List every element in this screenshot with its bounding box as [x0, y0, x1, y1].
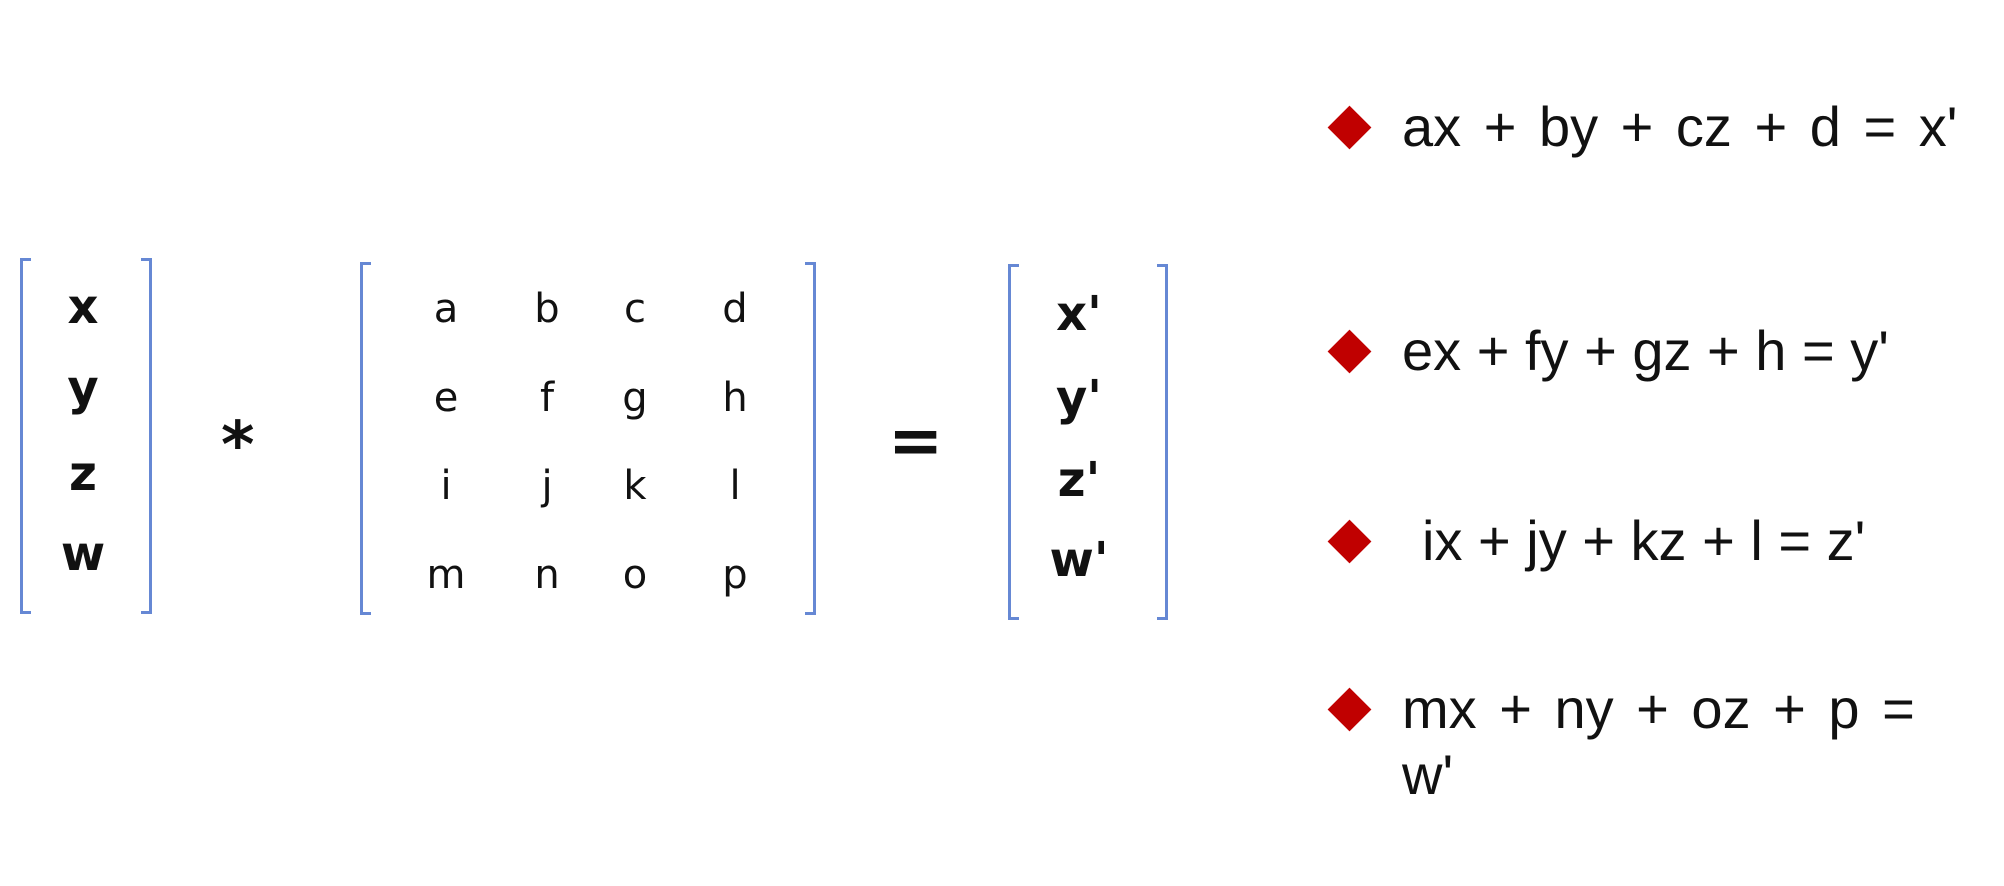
output-vector-left-bracket [1008, 264, 1019, 620]
input-vector-right-bracket [141, 258, 152, 614]
matrix-cell: k [623, 463, 647, 509]
input-vector-entry: z [69, 446, 97, 502]
matrix-right-bracket [805, 262, 816, 615]
output-vector-right-bracket [1157, 264, 1168, 620]
input-vector-left-bracket [20, 258, 31, 614]
matrix-cell: m [426, 552, 466, 598]
matrix-cell: l [729, 463, 741, 509]
equation-item: ax + by + cz + d = x' [1322, 94, 2002, 244]
input-vector-entry: w [60, 526, 106, 582]
equation-text: ex + fy + gz + h = y' [1402, 319, 1889, 382]
matrix-left-bracket [360, 262, 371, 615]
equation-text: mx + ny + oz + p = w' [1402, 677, 1915, 806]
output-vector-entry: w' [1049, 532, 1109, 588]
matrix-cell: b [534, 286, 560, 332]
equation-text: ix + jy + kz + l = z' [1422, 509, 1866, 572]
diamond-bullet-icon [1327, 687, 1372, 732]
equals-operator: = [888, 402, 944, 479]
matrix-cell: i [440, 463, 452, 509]
diamond-bullet-icon [1327, 105, 1372, 150]
matrix-cell: f [539, 375, 555, 421]
matrix-cell: o [622, 552, 648, 598]
matrix-cell: d [722, 286, 748, 332]
matrix-cell: g [622, 375, 648, 421]
matrix-cell: n [534, 552, 560, 598]
matrix-cell: p [722, 552, 748, 598]
matrix-cell: a [433, 286, 459, 332]
input-vector-entry: y [67, 360, 99, 416]
output-vector-entry: y' [1056, 370, 1102, 426]
output-vector-entry: x' [1056, 286, 1102, 342]
diamond-bullet-icon [1327, 329, 1372, 374]
input-vector-entry: x [67, 279, 99, 335]
matrix-cell: e [433, 375, 459, 421]
matrix-cell: c [624, 286, 646, 332]
equation-item: ix + jy + kz + l = z' [1322, 508, 2002, 658]
multiply-operator: * [221, 409, 255, 483]
equation-item: ex + fy + gz + h = y' [1322, 318, 2002, 468]
diamond-bullet-icon [1327, 519, 1372, 564]
equation-item: mx + ny + oz + p = w' [1322, 676, 2002, 826]
matrix-cell: j [541, 463, 553, 509]
matrix-cell: h [722, 375, 748, 421]
output-vector-entry: z' [1057, 452, 1101, 508]
equation-text: ax + by + cz + d = x' [1402, 95, 1958, 158]
